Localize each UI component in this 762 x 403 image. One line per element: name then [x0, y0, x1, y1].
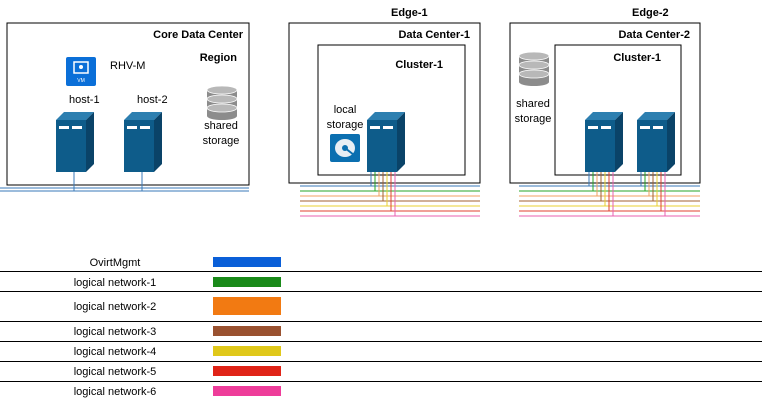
edge-2-network-buses: [519, 172, 700, 217]
edge-2-datacenter-title: Data Center-2: [618, 29, 690, 41]
edge-2-storage-icon: [518, 51, 550, 86]
server-host-1-icon: [56, 112, 94, 172]
legend-divider: [0, 381, 762, 382]
legend-divider: [0, 341, 762, 342]
legend-divider: [0, 291, 762, 292]
legend-color-swatch: [213, 346, 281, 356]
core-storage-label-1: shared: [204, 120, 238, 132]
legend-item: logical network-6: [0, 382, 762, 402]
legend-label: logical network-2: [73, 301, 157, 313]
region-label: Region: [200, 52, 238, 64]
server-edge-2a-icon: [585, 112, 623, 172]
legend-label: logical network-6: [73, 386, 157, 398]
edge-1-datacenter-title: Data Center-1: [398, 29, 470, 41]
legend-item: logical network-4: [0, 342, 762, 362]
server-host-2-icon: [124, 112, 162, 172]
legend-color-swatch: [213, 326, 281, 336]
edge-2-storage-label-1: shared: [516, 98, 550, 110]
legend-item: logical network-3: [0, 322, 762, 342]
legend-item: logical network-1: [0, 273, 762, 293]
server-edge-2b-icon: [637, 112, 675, 172]
legend-label: OvirtMgmt: [89, 257, 141, 269]
host-2-label: host-2: [137, 94, 168, 106]
edge-1-cluster-title: Cluster-1: [395, 59, 443, 71]
core-datacenter-title: Core Data Center: [153, 29, 244, 41]
legend-divider: [0, 321, 762, 322]
legend-color-swatch: [213, 257, 281, 267]
legend-item: logical network-5: [0, 362, 762, 382]
host-1-label: host-1: [69, 94, 100, 106]
local-disk-icon: [330, 134, 360, 162]
edge-1-storage-label-2: storage: [327, 119, 364, 131]
core-storage-icon: [206, 85, 238, 120]
legend-label: logical network-1: [73, 277, 157, 289]
vm-icon-text: VM: [77, 78, 85, 84]
legend-label: logical network-3: [73, 326, 157, 338]
legend-divider: [0, 271, 762, 272]
legend-divider: [0, 361, 762, 362]
legend-label: logical network-5: [73, 366, 157, 378]
edge-2-cluster-title: Cluster-1: [613, 52, 661, 64]
server-edge-1-icon: [367, 112, 405, 172]
edge-1-storage-label-1: local: [334, 104, 357, 116]
edge-1-network-buses: [300, 172, 480, 217]
legend-color-swatch: [213, 277, 281, 287]
legend-label: logical network-4: [73, 346, 157, 358]
manager-label: RHV-M: [110, 60, 145, 72]
edge-1-title: Edge-1: [391, 7, 428, 19]
legend-color-swatch: [213, 297, 281, 315]
core-storage-label-2: storage: [203, 135, 240, 147]
edge-2-storage-label-2: storage: [515, 113, 552, 125]
vm-monitor-icon: VM: [66, 57, 96, 86]
edge-2-title: Edge-2: [632, 7, 669, 19]
legend-item: OvirtMgmt: [0, 253, 762, 273]
legend-color-swatch: [213, 366, 281, 376]
legend-item: logical network-2: [0, 293, 762, 315]
legend-color-swatch: [213, 386, 281, 396]
